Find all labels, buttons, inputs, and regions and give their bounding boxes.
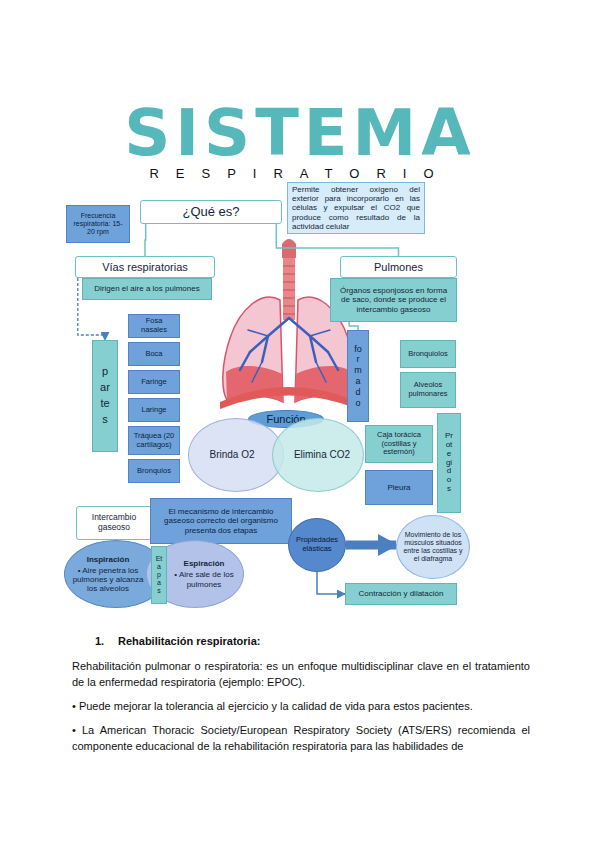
node-text: formado: [354, 344, 363, 409]
node-text: Protegidos: [445, 432, 453, 494]
node-text: Permite obtener oxígeno del exterior par…: [292, 185, 420, 231]
section-heading: Rehabilitación respiratoria:: [118, 633, 418, 649]
node-text: Etapas: [156, 555, 163, 595]
part-box: Caja torácica (costillas y esternón): [365, 425, 433, 463]
trachea: [282, 239, 296, 320]
node-text: Brinda O2: [209, 449, 254, 461]
description-box: Dirigen el aire a los pulmones: [82, 278, 212, 300]
subtitle: RESPIRATORIO: [95, 166, 505, 182]
connector: [144, 224, 146, 256]
node-text: Laringe: [141, 406, 166, 415]
node-text: Espiración: [184, 559, 225, 568]
bronchi: [240, 318, 338, 382]
paragraph: • La American Thoracic Society/European …: [72, 722, 530, 754]
block-arrow: [346, 541, 396, 550]
node-text: Contracción y dilatación: [359, 589, 444, 598]
vertical-band: Etapas: [151, 546, 167, 604]
part-box: Boca: [128, 342, 180, 366]
body-text: Rehabilitación pulmonar o respiratoria: …: [72, 658, 530, 762]
vertical-band: formado: [347, 330, 369, 422]
question-box: ¿Qué es?: [140, 200, 282, 224]
heading-box: Vías respiratorias: [75, 256, 215, 278]
section-number: 1.: [95, 633, 115, 649]
function-circle: Elimina CO2: [272, 418, 364, 492]
heading-box: Pulmones: [340, 256, 457, 278]
node-body: • Aire penetra los pulmones y alcanza lo…: [71, 566, 145, 594]
node-text: Intercambio gaseoso: [81, 513, 147, 533]
part-box: Alveolos pulmonares: [400, 372, 456, 408]
node-text: Boca: [145, 350, 162, 359]
definition-box: Permite obtener oxígeno del exterior par…: [287, 182, 425, 234]
vertical-band: Protegidos: [437, 413, 461, 513]
paragraph: • Puede mejorar la tolerancia al ejercic…: [72, 698, 530, 714]
node-body: • Aire sale de los pulmones: [171, 570, 237, 588]
node-text: Caja torácica (costillas y esternón): [370, 431, 428, 457]
node-text: Tráquea (20 cartílagos): [133, 432, 175, 449]
node-text: Órganos esponjosos en forma de saco, don…: [335, 286, 452, 314]
property-circle: Movimiento de los músculos situados entr…: [396, 515, 470, 579]
description-box: Órganos esponjosos en forma de saco, don…: [330, 278, 457, 322]
node-text: Pulmones: [374, 261, 423, 274]
node-text: Bronquiolos: [408, 350, 448, 359]
node-text: Movimiento de los músculos situados entr…: [403, 531, 463, 563]
node-text: Propiedades elásticas: [295, 536, 339, 553]
part-box: Bronquiolos: [400, 340, 456, 368]
node-text: Pleura: [387, 483, 410, 492]
node-text: Frecuencia respiratoria: 15-20 rpm: [71, 212, 125, 236]
diaphragm: [220, 387, 358, 409]
node-text: Faringe: [141, 378, 166, 387]
function-circle: Brinda O2: [188, 418, 284, 492]
paragraph: Rehabilitación pulmonar o respiratoria: …: [72, 658, 530, 690]
title: SISTEMA: [60, 98, 540, 168]
part-box: Tráquea (20 cartílagos): [128, 426, 180, 455]
part-box: Faringe: [128, 370, 180, 394]
node-text: Alveolos pulmonares: [405, 381, 451, 398]
part-box: Laringe: [128, 398, 180, 422]
part-box: Bronquios: [128, 459, 180, 483]
rate-box: Frecuencia respiratoria: 15-20 rpm: [66, 205, 130, 243]
node-text: Fosa nasales: [133, 317, 175, 334]
node-text: Bronquios: [137, 467, 171, 476]
node-text: El mecanismo de intercambio gaseoso corr…: [155, 507, 287, 535]
heading-box: Intercambio gaseoso: [76, 506, 152, 540]
node-text: Elimina CO2: [294, 449, 350, 461]
part-box: Fosa nasales: [128, 314, 180, 338]
node-text: Dirigen el aire a los pulmones: [94, 284, 199, 293]
result-box: Contracción y dilatación: [345, 583, 457, 605]
vertical-band: partes: [92, 340, 118, 452]
connector: [349, 322, 358, 330]
property-circle: Propiedades elásticas: [288, 518, 346, 572]
part-box: Pleura: [365, 470, 433, 505]
connector: [317, 572, 345, 594]
description-box: El mecanismo de intercambio gaseoso corr…: [150, 498, 292, 544]
node-text: ¿Qué es?: [182, 205, 239, 220]
node-text: Inspiración: [87, 555, 130, 564]
node-text: partes: [100, 364, 111, 428]
node-text: Vías respiratorias: [102, 261, 188, 274]
